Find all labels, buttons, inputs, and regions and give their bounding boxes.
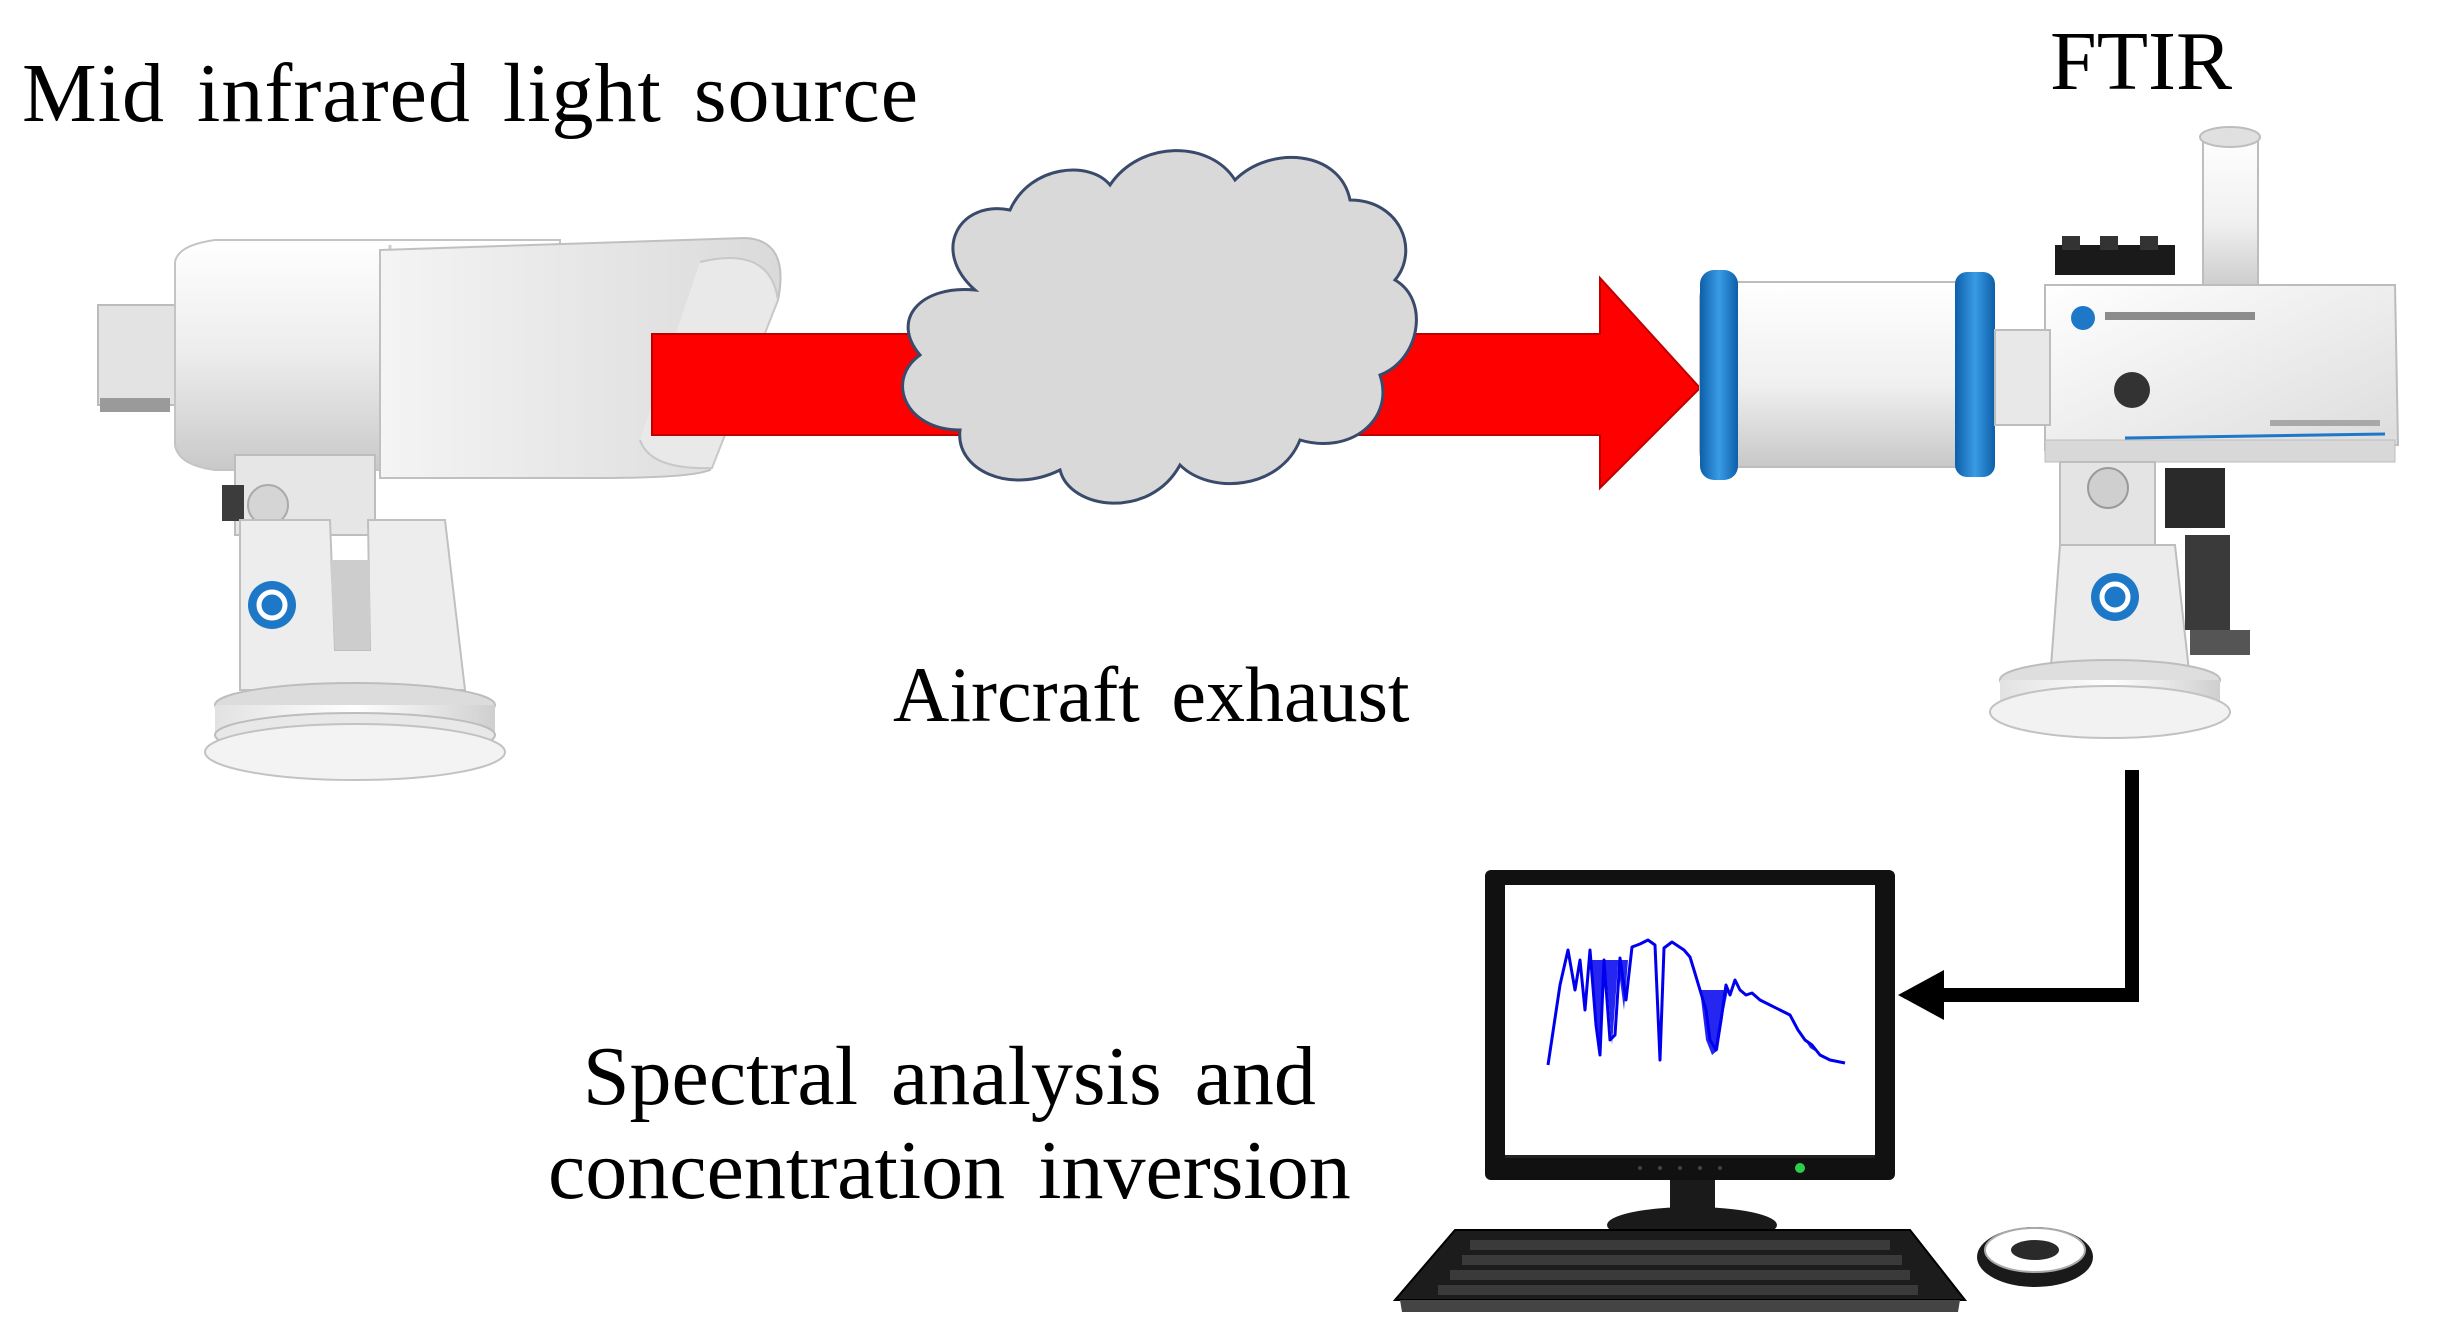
- data-cable-arrow-icon: [1898, 770, 2139, 1020]
- ftir-label: FTIR: [2050, 15, 2233, 108]
- exhaust-cloud-icon: [901, 149, 1418, 505]
- screen-spectrum: [1546, 938, 1846, 1066]
- analysis-label-line1: Spectral analysis and: [582, 1030, 1316, 1123]
- analysis-label: Spectral analysis and concentration inve…: [548, 1030, 1351, 1218]
- ir-source-telescope-icon: [97, 236, 782, 781]
- analysis-label-line2: concentration inversion: [548, 1124, 1351, 1218]
- ftir-spectrometer-icon: [1699, 126, 2400, 739]
- exhaust-label: Aircraft exhaust: [893, 651, 1410, 738]
- desktop-computer-icon: [1392, 870, 2093, 1312]
- light-source-label: Mid infrared light source: [22, 47, 920, 140]
